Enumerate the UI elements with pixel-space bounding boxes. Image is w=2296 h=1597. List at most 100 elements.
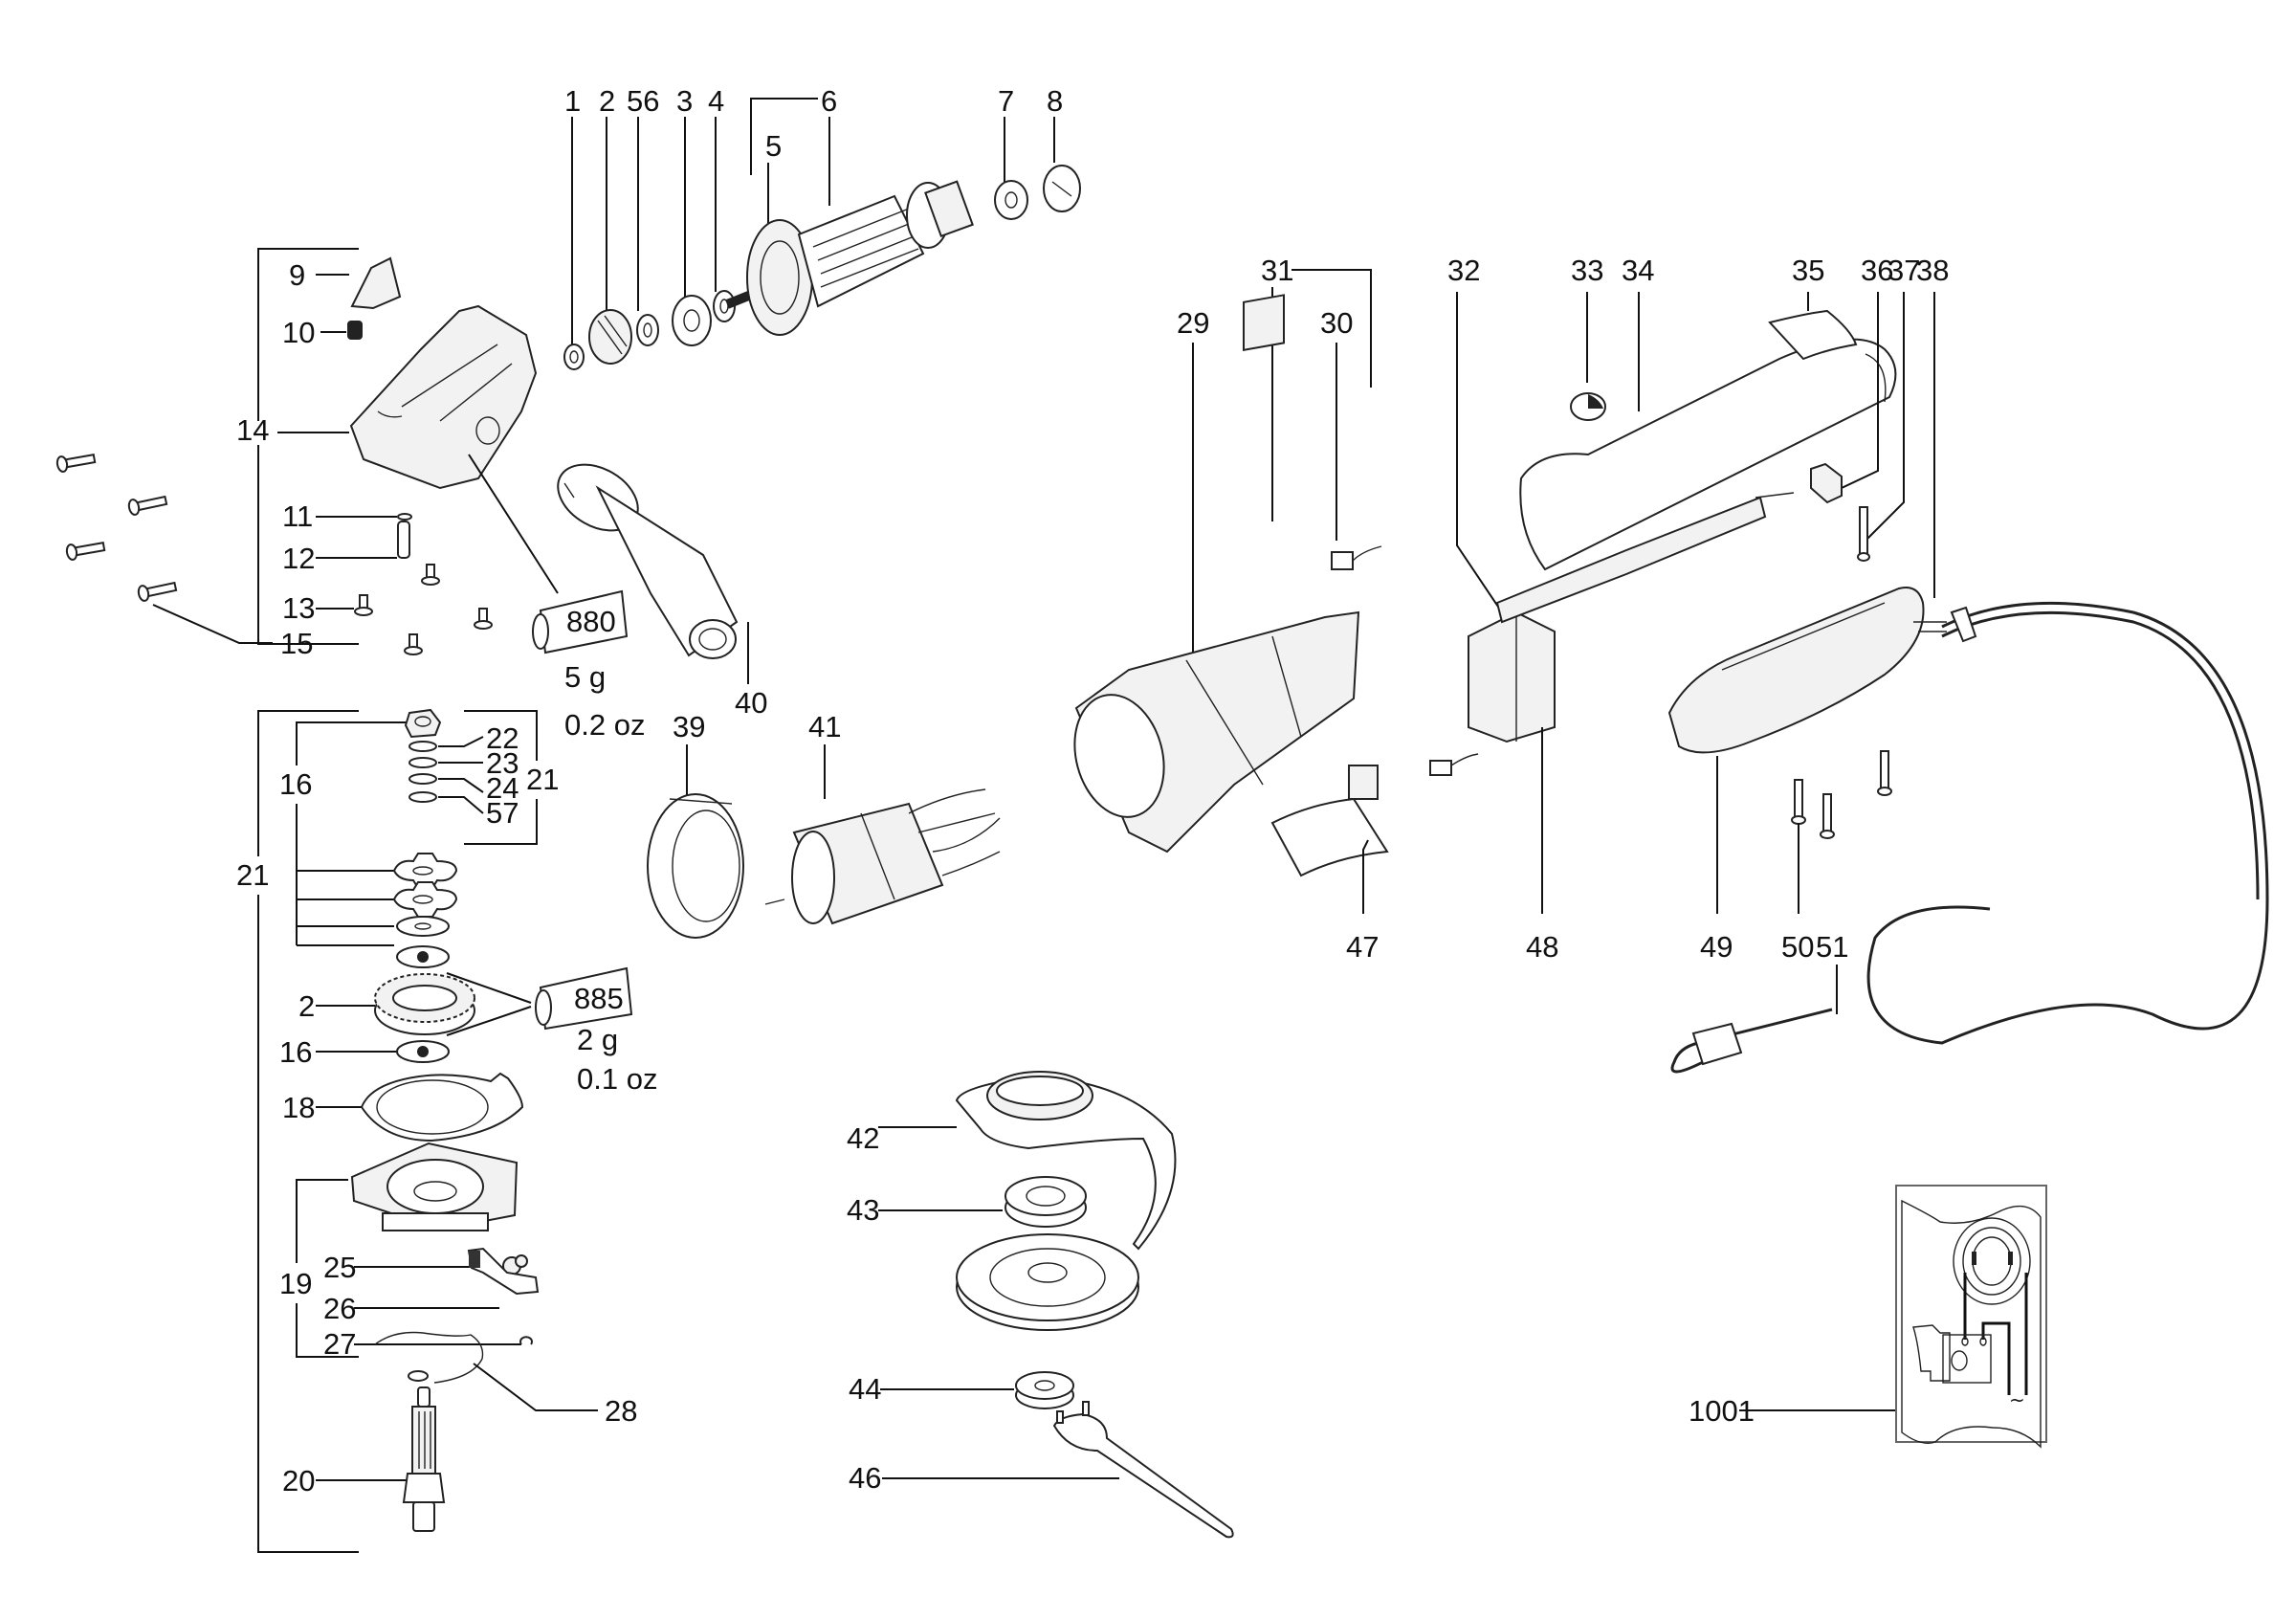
callout-27: 27 (323, 1327, 533, 1361)
bracket-21-inner: 21 (464, 710, 559, 845)
callout-12: 12 (282, 521, 410, 575)
callout-1: 1 (564, 84, 581, 359)
label-20: 20 (282, 1464, 315, 1497)
label-40: 40 (735, 686, 767, 720)
part-screws-50 (1791, 750, 1892, 839)
label-4: 4 (708, 84, 724, 118)
label-35: 35 (1792, 254, 1824, 287)
label-41: 41 (808, 710, 841, 743)
callout-20: 20 (282, 1464, 409, 1497)
label-23: 23 (486, 746, 519, 780)
part-pinion-2 (588, 309, 632, 365)
callout-56: 56 (627, 84, 659, 311)
label-57: 57 (486, 796, 519, 830)
label-32: 32 (1447, 254, 1480, 287)
label-10: 10 (282, 316, 315, 349)
callout-13: 13 (282, 591, 354, 625)
label-46: 46 (849, 1461, 881, 1495)
label-21-outer: 21 (236, 858, 269, 892)
callout-29: 29 (1177, 306, 1209, 660)
label-13: 13 (282, 591, 315, 625)
bracket-31: 31 (1261, 254, 1372, 521)
callout-24: 24 (438, 771, 519, 805)
part-motor-housing-29 (1073, 610, 1360, 854)
label-34: 34 (1622, 254, 1654, 287)
part-switch-48 (1348, 610, 1556, 800)
label-44: 44 (849, 1372, 881, 1406)
bracket-14: 14 (236, 248, 359, 645)
part-pin-wrench-46 (1052, 1401, 1234, 1539)
label-30: 30 (1320, 306, 1353, 340)
callout-23: 23 (438, 746, 519, 780)
callout-41: 41 (808, 710, 841, 799)
part-flange-19 (350, 1142, 519, 1231)
callout-40: 40 (735, 622, 767, 720)
part-clip-36 (1810, 462, 1843, 504)
part-bearing-7 (994, 180, 1028, 220)
callout-47: 47 (1346, 839, 1379, 964)
part-gear-housing-14 (349, 304, 538, 490)
part-side-handle-40 (557, 463, 739, 659)
label-18: 18 (282, 1091, 315, 1124)
part-spring-10 (347, 321, 363, 340)
part-button-9 (350, 256, 402, 310)
callout-33: 33 (1571, 254, 1603, 383)
label-21-inner: 21 (526, 763, 559, 796)
label-14: 14 (236, 413, 269, 447)
label-49: 49 (1700, 930, 1733, 964)
part-switch-rod-32 (1495, 492, 1795, 624)
label-43: 43 (847, 1193, 879, 1227)
callout-30: 30 (1320, 306, 1353, 541)
grease-amount-885-oz: 0.1 oz (577, 1062, 657, 1096)
part-bevel-gear-2 (374, 973, 475, 1035)
label-56: 56 (627, 84, 659, 118)
grease-tube-880: 880 5 g 0.2 oz (532, 589, 645, 742)
label-7: 7 (998, 84, 1014, 118)
part-washer-56 (636, 314, 659, 346)
leader-gear-grease (446, 972, 532, 1036)
leader-14-grease (468, 454, 559, 594)
callout-15: 15 (152, 604, 313, 660)
callout-4: 4 (708, 84, 724, 292)
label-5: 5 (765, 129, 782, 163)
callout-2: 2 (599, 84, 615, 330)
grease-amount-880-g: 5 g (564, 660, 606, 694)
label-29: 29 (1177, 306, 1209, 340)
callout-16-lower: 16 (279, 1035, 450, 1069)
label-25: 25 (323, 1251, 356, 1284)
part-flange-43 (1004, 1176, 1087, 1228)
bracket-21-outer: 21 (236, 710, 359, 1553)
grease-tube-885: 885 2 g 0.1 oz (535, 966, 657, 1096)
label-39: 39 (673, 710, 705, 743)
part-lock-button-33 (1570, 392, 1606, 421)
callout-51: 51 (1816, 930, 1848, 1014)
callout-28: 28 (473, 1363, 637, 1428)
callout-7: 7 (998, 84, 1014, 182)
label-26: 26 (323, 1292, 356, 1325)
part-spindle-20 (402, 1386, 446, 1532)
wiring-diagram-1001: ~ (1895, 1185, 2047, 1449)
label-3: 3 (676, 84, 693, 118)
callout-32: 32 (1447, 254, 1503, 613)
part-fan-guide-39 (647, 793, 744, 939)
part-brush-holder-31 (1243, 294, 1285, 351)
label-28: 28 (605, 1394, 637, 1428)
part-wheel-guard-42 (955, 1071, 1177, 1251)
part-armature (725, 180, 974, 336)
part-bearing-cap-8 (1043, 165, 1081, 212)
label-1: 1 (564, 84, 581, 118)
callout-10: 10 (282, 316, 346, 349)
callout-3: 3 (676, 84, 693, 297)
label-19: 19 (279, 1267, 312, 1300)
callout-44: 44 (849, 1372, 1014, 1406)
label-33: 33 (1571, 254, 1603, 287)
part-screw-37 (1857, 506, 1870, 562)
label-50: 50 (1781, 930, 1814, 964)
callout-6: 6 (750, 84, 837, 206)
callout-43: 43 (847, 1193, 1003, 1227)
grease-amount-880-oz: 0.2 oz (564, 708, 645, 742)
label-11: 11 (282, 499, 313, 533)
callout-11: 11 (282, 499, 412, 533)
callout-34: 34 (1622, 254, 1654, 411)
